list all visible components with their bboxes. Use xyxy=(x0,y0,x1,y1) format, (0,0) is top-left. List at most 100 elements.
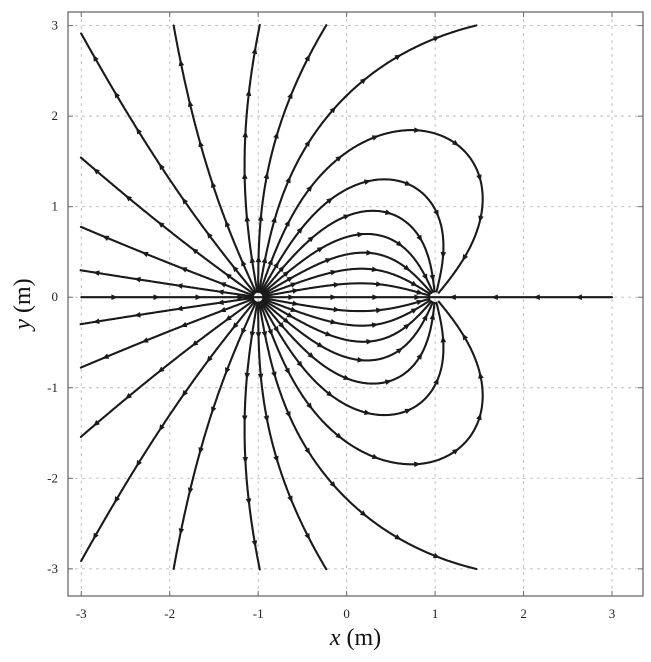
field-arrow xyxy=(249,256,256,264)
field-arrow xyxy=(292,300,300,307)
field-arrow xyxy=(326,390,334,397)
field-arrow xyxy=(244,214,251,222)
x-tick-label: 1 xyxy=(432,606,439,621)
field-arrow xyxy=(282,317,290,324)
y-tick-label: 3 xyxy=(52,18,59,33)
field-line xyxy=(79,299,255,438)
y-tick-label: 0 xyxy=(52,289,59,304)
field-arrow xyxy=(232,265,239,273)
field-line xyxy=(262,298,431,327)
field-arrow xyxy=(210,406,217,414)
field-arrow xyxy=(92,270,100,276)
field-arrow xyxy=(304,54,310,62)
field-arrow xyxy=(210,180,217,189)
field-arrow xyxy=(263,172,270,179)
field-arrow xyxy=(371,453,379,460)
field-arrow xyxy=(410,280,418,287)
field-arrow xyxy=(533,294,540,300)
field-arrow xyxy=(133,276,141,283)
field-arrow xyxy=(422,313,428,321)
field-line xyxy=(258,24,478,293)
field-arrow xyxy=(111,294,118,300)
field-arrow xyxy=(255,255,262,263)
field-arrow xyxy=(125,195,132,202)
field-arrow xyxy=(237,294,244,300)
field-arrow xyxy=(384,209,392,215)
field-line xyxy=(261,232,434,295)
field-arrow xyxy=(307,352,315,359)
field-arrow xyxy=(432,552,441,559)
field-arrow xyxy=(414,461,421,468)
field-arrow xyxy=(363,409,371,416)
field-arrow xyxy=(267,328,273,337)
field-arrow xyxy=(273,325,279,334)
field-arrow xyxy=(306,185,313,192)
field-arrow xyxy=(371,135,379,141)
field-arrow xyxy=(325,258,333,264)
field-line xyxy=(243,301,261,571)
field-arrow xyxy=(395,240,403,247)
field-arrow xyxy=(329,481,337,488)
field-line xyxy=(79,156,255,296)
field-arrow xyxy=(449,294,456,300)
field-arrow xyxy=(102,235,110,241)
plot-frame xyxy=(67,11,644,597)
x-tick-label: 3 xyxy=(609,606,616,621)
field-arrow xyxy=(141,337,149,343)
field-arrow xyxy=(440,335,447,343)
field-arrow xyxy=(114,91,121,99)
field-arrow xyxy=(133,311,141,318)
field-arrow xyxy=(263,415,270,423)
field-arrow xyxy=(93,54,99,62)
field-arrow xyxy=(92,318,100,324)
x-tick-label: -2 xyxy=(164,606,175,621)
field-arrow xyxy=(241,259,247,267)
field-arrow xyxy=(136,459,142,467)
field-arrow xyxy=(440,251,447,259)
field-arrow xyxy=(316,246,324,253)
field-arrow xyxy=(282,270,290,278)
field-arrow xyxy=(93,420,100,427)
field-arrow xyxy=(375,281,383,287)
field-arrow xyxy=(292,288,300,294)
field-arrow xyxy=(206,355,213,363)
field-arrow xyxy=(284,219,290,227)
field-arrow xyxy=(261,331,268,339)
field-arrow xyxy=(157,221,165,228)
field-arrow xyxy=(575,294,582,300)
field-arrow xyxy=(158,424,165,432)
field-arrow xyxy=(432,36,441,42)
field-arrow xyxy=(241,415,248,422)
field-arrow xyxy=(335,155,343,162)
field-arrow xyxy=(357,231,365,238)
field-arrow xyxy=(304,139,311,147)
field-arrow xyxy=(476,174,482,182)
field-arrow xyxy=(278,265,285,273)
field-arrow xyxy=(416,234,423,242)
field-arrow xyxy=(175,305,183,312)
field-arrow xyxy=(245,498,252,506)
field-line xyxy=(260,300,436,385)
field-arrow xyxy=(287,91,293,100)
field-arrow xyxy=(433,377,439,385)
field-arrow xyxy=(333,306,341,313)
y-tick-label: 1 xyxy=(52,199,59,214)
field-line xyxy=(172,24,257,294)
field-line xyxy=(80,32,256,295)
field-arrow xyxy=(285,176,291,184)
field-arrow xyxy=(316,341,324,348)
y-axis-unit: (m) xyxy=(10,278,36,319)
field-arrow xyxy=(278,321,285,329)
field-lines xyxy=(79,23,614,571)
field-arrow xyxy=(178,528,185,536)
field-arrow xyxy=(286,312,294,318)
field-arrow xyxy=(395,347,403,354)
field-arrow xyxy=(384,379,392,385)
field-line xyxy=(262,282,431,298)
y-tick-label: -3 xyxy=(47,561,58,576)
field-arrow xyxy=(153,294,160,300)
field-arrow xyxy=(363,179,371,185)
field-arrow xyxy=(273,131,279,139)
